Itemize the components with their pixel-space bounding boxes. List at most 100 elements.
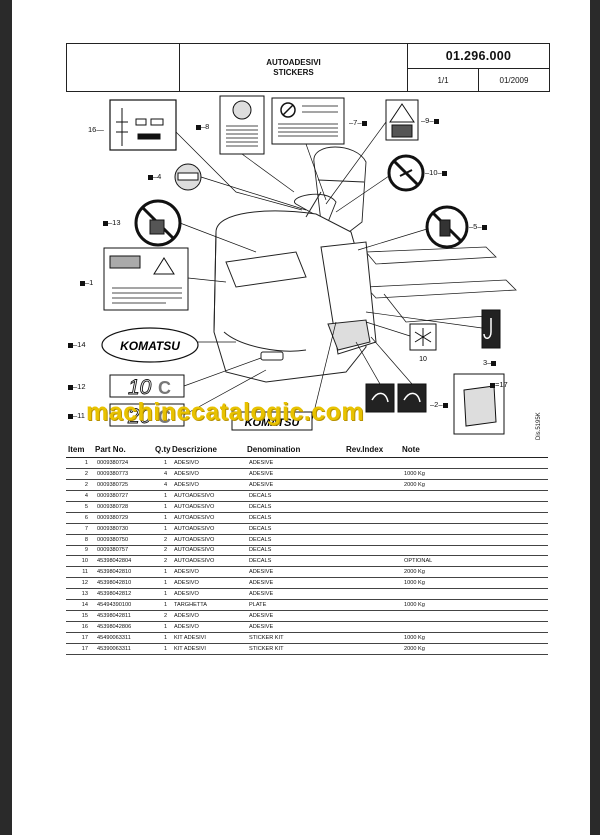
callout-17: =17	[490, 380, 508, 389]
cell-part-no: 0009380757	[97, 547, 129, 554]
cell-denomination: ADESIVE	[249, 624, 274, 631]
cell-part-no: 0009380750	[97, 536, 129, 543]
header-rev-index: Rev.Index	[346, 444, 384, 454]
sticker-14-plate	[109, 99, 177, 151]
parts-table: Item Part No. Q.ty Descrizione Denominat…	[66, 441, 548, 655]
cell-note: 1000 Kg	[404, 580, 425, 587]
title-italian: AUTOADESIVI	[266, 57, 321, 67]
cell-qty: 1	[163, 492, 168, 499]
cell-descrizione: ADESIVO	[174, 613, 199, 620]
cell-part-no: 45398042810	[97, 580, 132, 587]
cell-descrizione: AUTOADESIVO	[174, 525, 215, 532]
sticker-12-number: 10	[128, 376, 152, 399]
cell-descrizione: AUTOADESIVO	[174, 492, 215, 499]
cell-note: 2000 Kg	[404, 481, 425, 488]
cell-denomination: ADESIVE	[249, 591, 274, 598]
cell-part-no: 0009380724	[97, 459, 129, 466]
callout-13: –14	[68, 340, 86, 349]
cell-descrizione: ADESIVO	[174, 591, 199, 598]
sticker-10-label: 10	[419, 356, 427, 363]
cell-part-no: 0009380773	[97, 470, 129, 477]
page-number: 1/1	[408, 69, 479, 91]
header-descrizione: Descrizione	[172, 444, 217, 454]
cell-descrizione: AUTOADESIVO	[174, 558, 215, 565]
cell-descrizione: AUTOADESIVO	[174, 514, 215, 521]
cell-descrizione: ADESIVO	[174, 459, 199, 466]
cell-descrizione: ADESIVO	[174, 624, 199, 631]
cell-qty: 4	[163, 481, 168, 488]
cell-qty: 1	[163, 645, 168, 652]
cell-part-no: 45398042806	[97, 624, 132, 631]
cell-qty: 1	[163, 514, 168, 521]
sticker-6	[271, 97, 345, 145]
table-row: 12 45398042810 1 ADESIVO ADESIVE 1000 Kg	[66, 578, 548, 590]
cell-qty: 1	[163, 503, 168, 510]
cell-descrizione: AUTOADESIVO	[174, 536, 215, 543]
sticker-3-hook	[481, 309, 501, 349]
cell-qty: 2	[163, 613, 168, 620]
cell-qty: 1	[163, 591, 168, 598]
cell-denomination: DECALS	[249, 558, 272, 565]
cell-part-no: 0009380727	[97, 492, 129, 499]
callout-8: –9–	[421, 116, 439, 125]
cell-qty: 1	[163, 459, 168, 466]
cell-part-no: 0009380725	[97, 481, 129, 488]
header-note: Note	[402, 444, 420, 454]
cell-item: 6	[84, 514, 88, 521]
cell-qty: 1	[163, 580, 168, 587]
cell-item: 2	[84, 481, 88, 488]
drawing-code: Dis.5195K	[536, 412, 542, 440]
cell-item: 1	[84, 459, 88, 466]
cell-denomination: PLATE	[249, 602, 267, 609]
cell-note: 1000 Kg	[404, 634, 425, 641]
cell-denomination: DECALS	[249, 503, 272, 510]
cell-part-no: 45398042811	[97, 613, 131, 620]
callout-6: –7–	[349, 118, 367, 127]
cell-qty: 1	[163, 634, 168, 641]
cell-qty: 1	[163, 569, 168, 576]
exploded-drawing: KOMATSU 10 C 20 C KOMATSU 10	[66, 92, 548, 437]
cell-item: 17	[81, 645, 88, 652]
komatsu-logo-text: KOMATSU	[120, 339, 180, 353]
cell-descrizione: AUTOADESIVO	[174, 547, 215, 554]
truck-drawing: KOMATSU 10 C 20 C KOMATSU 10	[101, 95, 517, 435]
cell-part-no: 0009380729	[97, 514, 129, 521]
cell-descrizione: ADESIVO	[174, 569, 199, 576]
cell-descrizione: ADESIVO	[174, 580, 199, 587]
right-scan-edge	[590, 0, 600, 835]
header-denomination: Denomination	[247, 444, 301, 454]
cell-denomination: ADESIVE	[249, 613, 274, 620]
cell-descrizione: ADESIVO	[174, 481, 199, 488]
sticker-12-letter: C	[158, 378, 171, 398]
callout-16: –13	[103, 218, 121, 227]
callout-5: –5–	[469, 222, 487, 231]
sticker-8	[385, 99, 419, 141]
cell-note: 2000 Kg	[404, 569, 425, 576]
cell-item: 15	[81, 613, 88, 620]
cell-denomination: ADESIVE	[249, 459, 274, 466]
watermark-text: machinecatalogic.com	[86, 398, 365, 426]
cell-item: 9	[84, 547, 88, 554]
cell-item: 12	[81, 580, 88, 587]
cell-descrizione: AUTOADESIVO	[174, 503, 215, 510]
cell-note: 2000 Kg	[404, 645, 425, 652]
sticker-5-prohibition	[425, 205, 469, 249]
cell-item: 14	[81, 602, 88, 609]
cell-part-no: 0009380728	[97, 503, 129, 510]
cell-denomination: STICKER KIT	[249, 645, 284, 652]
callout-7: –8	[196, 122, 209, 131]
header-item: Item	[68, 444, 85, 454]
leader-lines	[175, 121, 483, 421]
cell-denomination: ADESIVE	[249, 580, 274, 587]
cell-part-no: 45398042810	[97, 569, 132, 576]
cell-part-no: 45390063311	[97, 645, 131, 652]
sticker-9-prohibition	[387, 154, 425, 192]
